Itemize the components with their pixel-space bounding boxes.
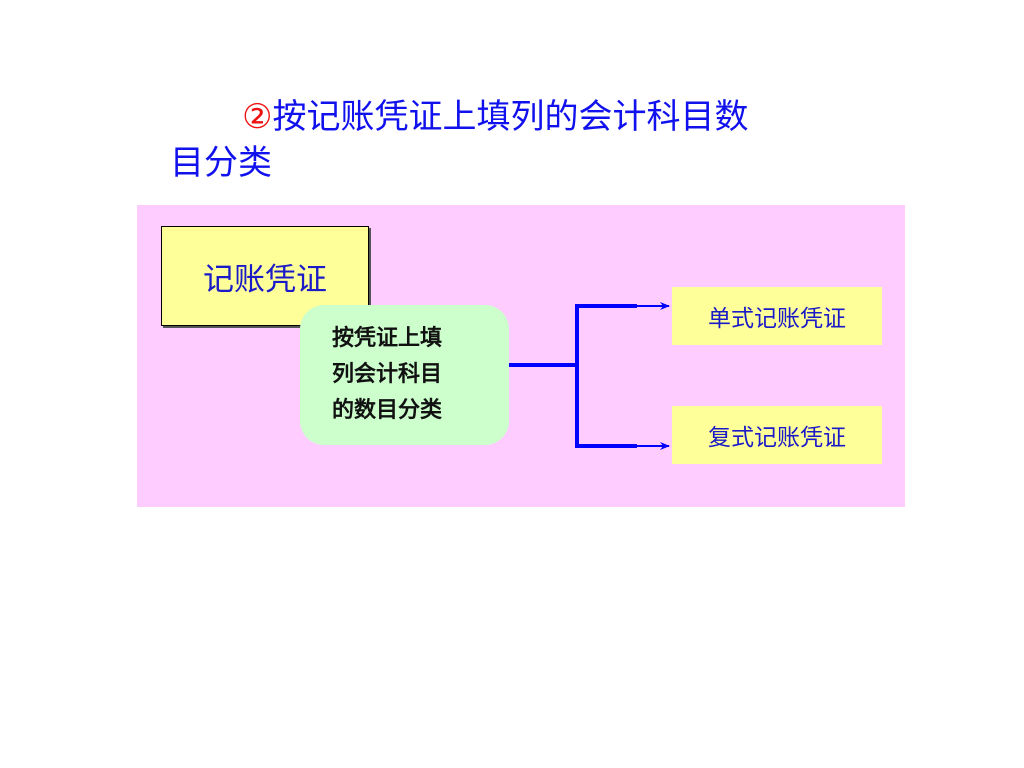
double-entry-voucher-box: 复式记账凭证 xyxy=(672,406,882,464)
classification-line-1: 按凭证上填 xyxy=(332,326,443,351)
slide-heading: ②按记账凭证上填列的会计科目数 目分类 xyxy=(170,94,870,186)
connector-trunk xyxy=(509,306,579,446)
classification-line-2: 列会计科目 xyxy=(332,362,443,387)
heading-number: ② xyxy=(242,97,273,137)
classification-line-3: 的数目分类 xyxy=(332,398,443,423)
single-entry-voucher-box: 单式记账凭证 xyxy=(672,287,882,345)
heading-line-1-text: 按记账凭证上填列的会计科目数 xyxy=(272,97,749,137)
diagram-panel: 记账凭证 按凭证上填 列会计科目 的数目分类 单式记账凭证 复式记账凭证 xyxy=(137,205,905,507)
classification-basis-box: 按凭证上填 列会计科目 的数目分类 xyxy=(300,305,509,445)
heading-line-1: ②按记账凭证上填列的会计科目数 xyxy=(170,94,870,140)
heading-line-2: 目分类 xyxy=(170,143,272,183)
connector-lines xyxy=(509,302,670,450)
